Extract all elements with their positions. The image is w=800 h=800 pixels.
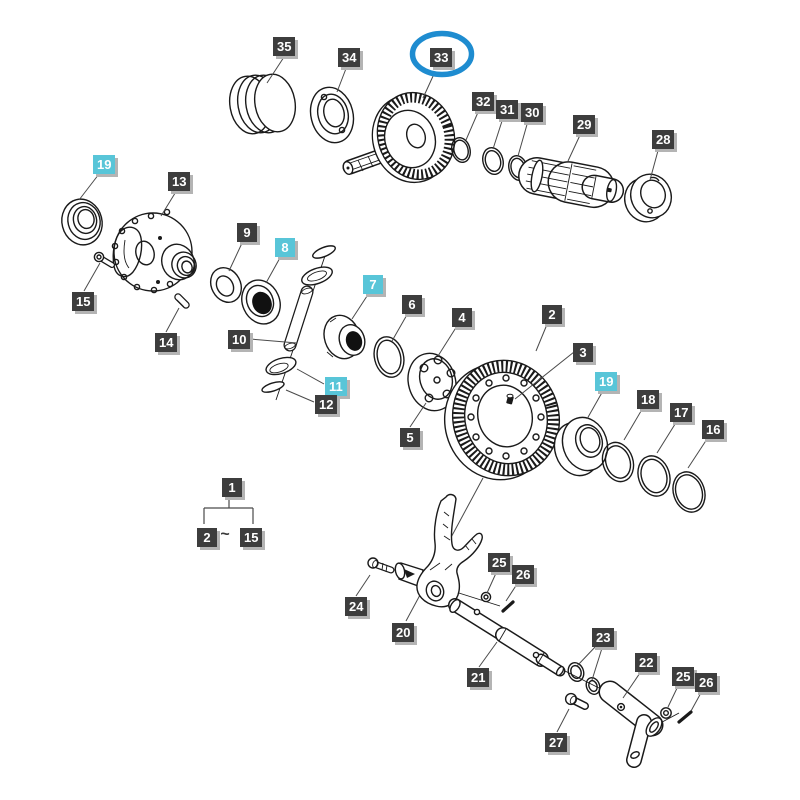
- part-23-rings: [567, 662, 601, 695]
- part-label-21[interactable]: 21: [467, 668, 490, 687]
- part-27-pin: [564, 692, 589, 710]
- part-12-thrust-washer: [261, 381, 285, 393]
- part-21-shift-rail: [448, 598, 566, 677]
- part-label-15[interactable]: 15: [72, 292, 95, 311]
- part-32-washer: [451, 137, 471, 163]
- part-11-thrust-washer: [265, 356, 297, 376]
- part-26-pin-top: [501, 600, 515, 613]
- part-20-shift-fork: [394, 493, 483, 608]
- part-22-link: [598, 680, 664, 768]
- part-10-spider-shaft: [283, 245, 336, 352]
- part-2-ring-gear: [443, 359, 561, 481]
- part-label-34[interactable]: 34: [338, 48, 361, 67]
- part-label-23[interactable]: 23: [592, 628, 615, 647]
- part-label-7[interactable]: 7: [363, 275, 383, 294]
- part-label-6[interactable]: 6: [402, 295, 422, 314]
- part-18-ring: [601, 441, 635, 483]
- part-5-spider: [407, 352, 457, 412]
- part-label-11[interactable]: 11: [325, 377, 347, 396]
- part-9-washer: [209, 267, 243, 303]
- part-19-bearing-right: [553, 416, 609, 477]
- part-label-27[interactable]: 27: [545, 733, 568, 752]
- part-label-35[interactable]: 35: [273, 37, 296, 56]
- part-label-25[interactable]: 25: [488, 553, 511, 572]
- part-15-bolt: [93, 251, 115, 268]
- part-33-bevel-gear: [342, 91, 456, 184]
- part-6-snap-ring: [373, 336, 405, 378]
- part-7-side-gear: [323, 314, 366, 360]
- part-label-26[interactable]: 26: [512, 565, 535, 584]
- part-label-8[interactable]: 8: [275, 238, 295, 257]
- part-8-side-gear: [241, 279, 281, 325]
- part-label-22[interactable]: 22: [635, 653, 658, 672]
- part-label-5[interactable]: 5: [400, 428, 420, 447]
- part-label-17[interactable]: 17: [670, 403, 693, 422]
- part-29-pinion-shaft: [518, 157, 625, 209]
- part-label-32[interactable]: 32: [472, 92, 495, 111]
- leader-lines: [78, 56, 710, 733]
- part-label-33[interactable]: 33: [430, 48, 453, 67]
- part-31-snap-ring: [482, 147, 504, 175]
- part-label-2[interactable]: 2: [197, 528, 217, 547]
- part-24-bolt: [367, 557, 395, 574]
- part-label-24[interactable]: 24: [345, 597, 368, 616]
- selection-ring: [409, 30, 475, 78]
- part-label-13[interactable]: 13: [168, 172, 191, 191]
- part-label-30[interactable]: 30: [521, 103, 544, 122]
- part-label-18[interactable]: 18: [637, 390, 660, 409]
- legend-bracket: [203, 496, 254, 524]
- part-label-15[interactable]: 15: [240, 528, 263, 547]
- part-25-ring-right: [660, 707, 672, 719]
- part-label-20[interactable]: 20: [392, 623, 415, 642]
- part-label-19[interactable]: 19: [93, 155, 116, 174]
- part-label-29[interactable]: 29: [573, 115, 596, 134]
- part-35-snap-ring-set: [228, 73, 297, 135]
- part-14-pin: [174, 293, 190, 309]
- part-label-4[interactable]: 4: [452, 308, 472, 327]
- part-28-bearing: [624, 173, 672, 223]
- part-3-bolt: [506, 393, 514, 405]
- part-label-25[interactable]: 25: [672, 667, 695, 686]
- part-17-ring: [637, 455, 671, 497]
- part-label-14[interactable]: 14: [155, 333, 178, 352]
- part-label-1[interactable]: 1: [222, 478, 242, 497]
- part-label-9[interactable]: 9: [237, 223, 257, 242]
- part-label-26[interactable]: 26: [695, 673, 718, 692]
- part-16-ring: [672, 471, 706, 513]
- part-label-3[interactable]: 3: [573, 343, 593, 362]
- part-label-2[interactable]: 2: [542, 305, 562, 324]
- part-13-differential-case: [111, 208, 197, 294]
- part-label-10[interactable]: 10: [228, 330, 251, 349]
- part-label-12[interactable]: 12: [315, 395, 338, 414]
- part-label-28[interactable]: 28: [652, 130, 675, 149]
- part-label-16[interactable]: 16: [702, 420, 725, 439]
- part-19-bearing-left: [61, 198, 103, 246]
- part-26-pin-right: [677, 710, 693, 724]
- legend-range-separator: ~: [220, 526, 230, 543]
- part-label-19[interactable]: 19: [595, 372, 618, 391]
- part-34-bearing: [309, 86, 355, 144]
- part-25-ring-top: [480, 591, 492, 603]
- part-label-31[interactable]: 31: [496, 100, 519, 119]
